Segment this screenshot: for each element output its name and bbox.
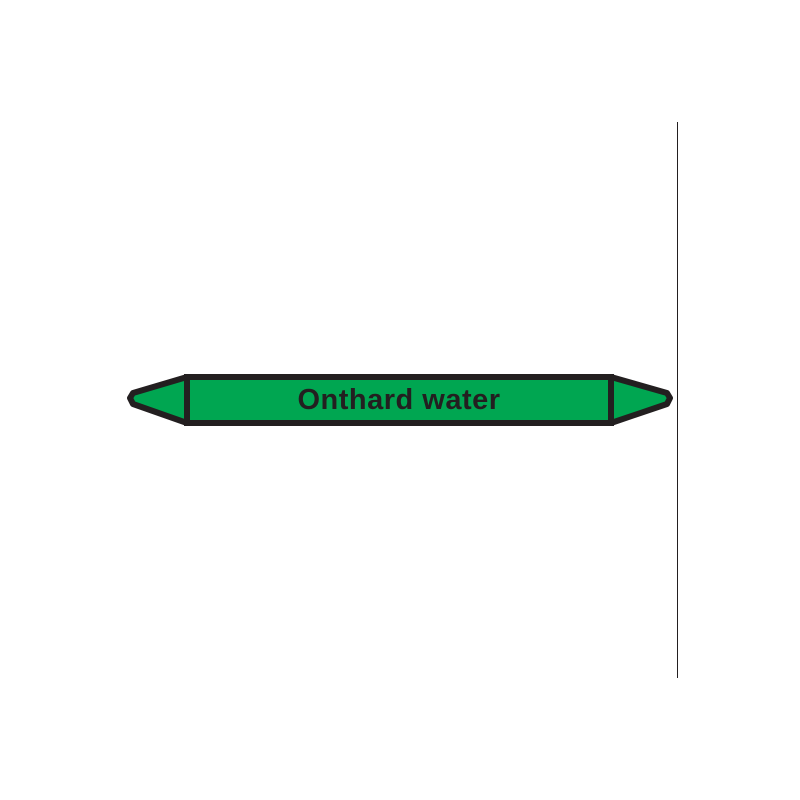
label-band: [184, 374, 614, 426]
vertical-divider: [677, 122, 678, 678]
arrow-right-icon: [608, 374, 673, 426]
arrow-left-icon: [127, 374, 190, 426]
pipe-label-text: Onthard water: [297, 383, 501, 416]
